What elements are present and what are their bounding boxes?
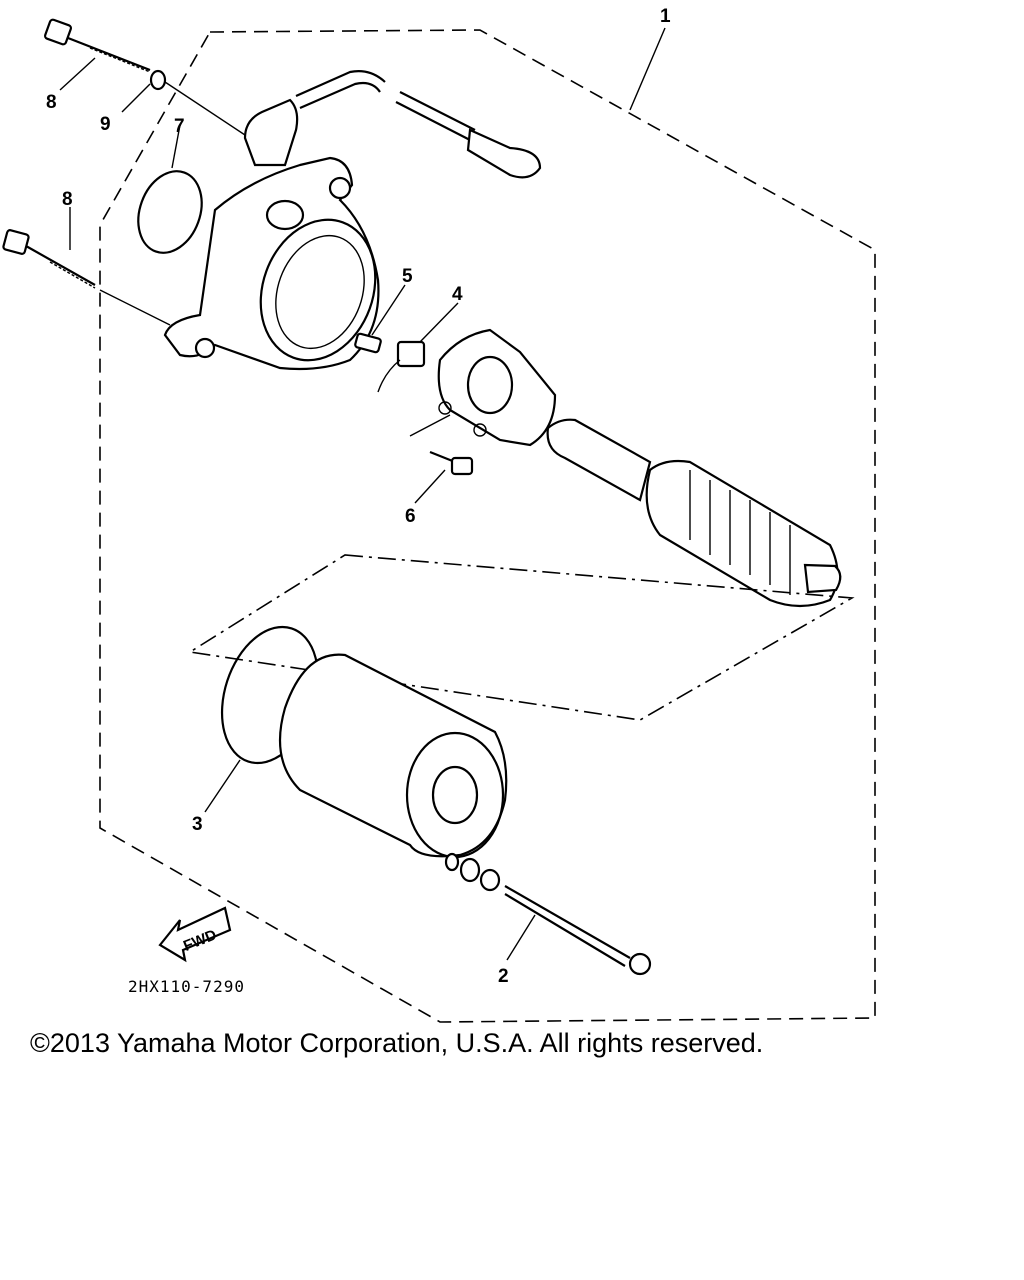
bolt-top xyxy=(43,18,151,73)
leader-1 xyxy=(629,27,666,111)
callout-4: 4 xyxy=(452,284,463,305)
callout-1: 1 xyxy=(660,6,671,27)
callout-3: 3 xyxy=(192,814,203,835)
o-ring-small xyxy=(137,170,203,254)
washer xyxy=(149,69,167,91)
leader-7 xyxy=(171,124,181,169)
fwd-arrow: FWD xyxy=(158,906,232,963)
copyright-notice: ©2013 Yamaha Motor Corporation, U.S.A. A… xyxy=(30,1028,764,1058)
leader-3 xyxy=(204,759,241,813)
brush xyxy=(377,340,426,393)
washer-b xyxy=(459,857,481,883)
armature xyxy=(546,418,842,608)
callout-7: 7 xyxy=(174,116,185,137)
leader-6 xyxy=(414,469,446,504)
plate-line xyxy=(409,414,451,437)
front-cover-housing xyxy=(163,156,380,371)
brush-plate xyxy=(437,328,557,447)
callout-8-middle: 8 xyxy=(62,189,73,210)
callout-9: 9 xyxy=(100,114,111,135)
callout-2: 2 xyxy=(498,966,509,987)
drawing-code: 2HX110-7290 xyxy=(128,977,245,996)
through-bolt xyxy=(504,885,652,976)
leader-9 xyxy=(121,83,151,113)
bolt-axis-mid xyxy=(99,289,171,326)
callout-5: 5 xyxy=(402,266,413,287)
washer-c xyxy=(479,868,501,892)
bolt-axis-top xyxy=(164,81,246,136)
screw-small xyxy=(354,332,382,354)
lead-wire xyxy=(243,70,386,167)
yoke-motor-case xyxy=(278,653,508,859)
assembly-boundary xyxy=(99,29,876,1023)
screw-plate xyxy=(429,450,474,476)
lead-terminal xyxy=(395,91,542,179)
leader-2 xyxy=(506,914,536,961)
leader-4 xyxy=(419,302,459,343)
callout-6: 6 xyxy=(405,506,416,527)
callout-8-top: 8 xyxy=(46,92,57,113)
starter-motor-exploded-diagram: FWD 1 2 3 4 5 6 7 8 8 9 2HX110-7290 xyxy=(2,6,876,1023)
washer-a xyxy=(444,852,460,872)
assembly-plane xyxy=(187,554,855,721)
leader-5 xyxy=(371,284,406,336)
bolt-middle xyxy=(2,229,96,289)
leader-8-top xyxy=(59,57,96,91)
